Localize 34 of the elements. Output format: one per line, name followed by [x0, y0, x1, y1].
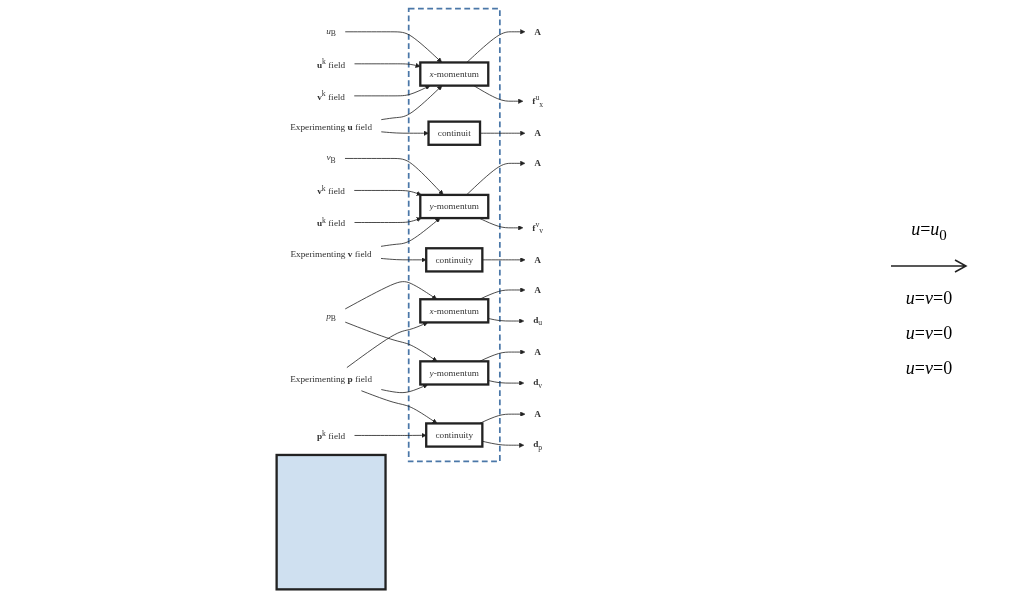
- node-box: continuity: [425, 247, 484, 273]
- node-text: u$^{k}$ field: [316, 215, 346, 229]
- node-text: v$^{k}$ field: [317, 183, 345, 197]
- node-text: A: [534, 346, 542, 357]
- node-text: A: [534, 127, 542, 138]
- node-box: y-momentum: [419, 193, 490, 220]
- node-text: p$^{k}$ field: [316, 428, 346, 442]
- node-text: A: [534, 284, 542, 295]
- node-text: A: [534, 26, 542, 37]
- node-text: Experimenting v field: [290, 248, 372, 259]
- node-text: Experimenting p field: [290, 373, 373, 384]
- node-box: y-momentum: [419, 360, 490, 386]
- node-text: d$_{p}$: [533, 439, 543, 452]
- node-text: Experimenting u field: [290, 122, 373, 133]
- node-text: A: [534, 408, 542, 419]
- node-box: continuity: [425, 422, 484, 448]
- node-box: continuit: [427, 120, 482, 146]
- node-text: A: [534, 254, 542, 265]
- node-text: v$_{B}$: [326, 152, 336, 165]
- node-text: u$^{k}$ field: [316, 57, 346, 70]
- node-text: d$_{u}$: [533, 314, 543, 328]
- boundary-label: u=v=0: [905, 287, 953, 309]
- node-box: [275, 453, 387, 591]
- node-box: x-momentum: [419, 298, 490, 324]
- node-text: v$^{k}$ field: [317, 89, 345, 102]
- node-text: u$_{B}$: [326, 25, 336, 38]
- boundary-label: u=v=0: [905, 322, 953, 344]
- node-text: A: [534, 158, 542, 168]
- node-box: x-momentum: [419, 61, 490, 87]
- node-text: p$_{B}$: [326, 310, 336, 323]
- node-text: d$_{v}$: [533, 376, 543, 390]
- cluster: [407, 7, 501, 463]
- boundary-label: u=v=0: [905, 357, 953, 379]
- boundary-label: u=u$_{0}$: [911, 219, 947, 244]
